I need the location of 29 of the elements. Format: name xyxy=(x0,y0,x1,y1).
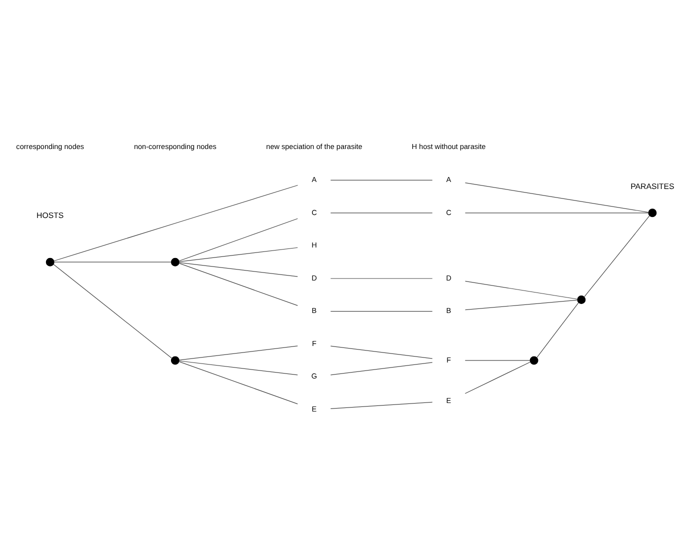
connector xyxy=(178,262,298,306)
connector xyxy=(178,218,298,261)
connector xyxy=(330,179,433,180)
connector xyxy=(536,302,579,358)
connector xyxy=(53,264,172,358)
connector xyxy=(330,362,433,375)
connector xyxy=(330,310,433,312)
connector xyxy=(464,299,578,310)
connector xyxy=(178,360,298,404)
connector xyxy=(464,361,531,394)
connector xyxy=(178,345,298,360)
connector xyxy=(330,212,433,213)
connector xyxy=(178,262,298,276)
connector xyxy=(54,261,172,262)
connector xyxy=(330,345,433,358)
node-circle xyxy=(170,356,180,364)
connector xyxy=(464,182,649,212)
node-circle xyxy=(170,257,180,266)
connector xyxy=(178,360,298,375)
connector xyxy=(178,246,298,262)
node-circle xyxy=(577,295,586,304)
connector xyxy=(464,212,649,213)
connector xyxy=(54,184,298,261)
connector xyxy=(584,214,650,297)
node-circle xyxy=(648,208,657,217)
node-circle xyxy=(530,356,538,364)
connector xyxy=(464,280,578,299)
connector xyxy=(330,401,433,408)
node-circle xyxy=(46,257,54,266)
